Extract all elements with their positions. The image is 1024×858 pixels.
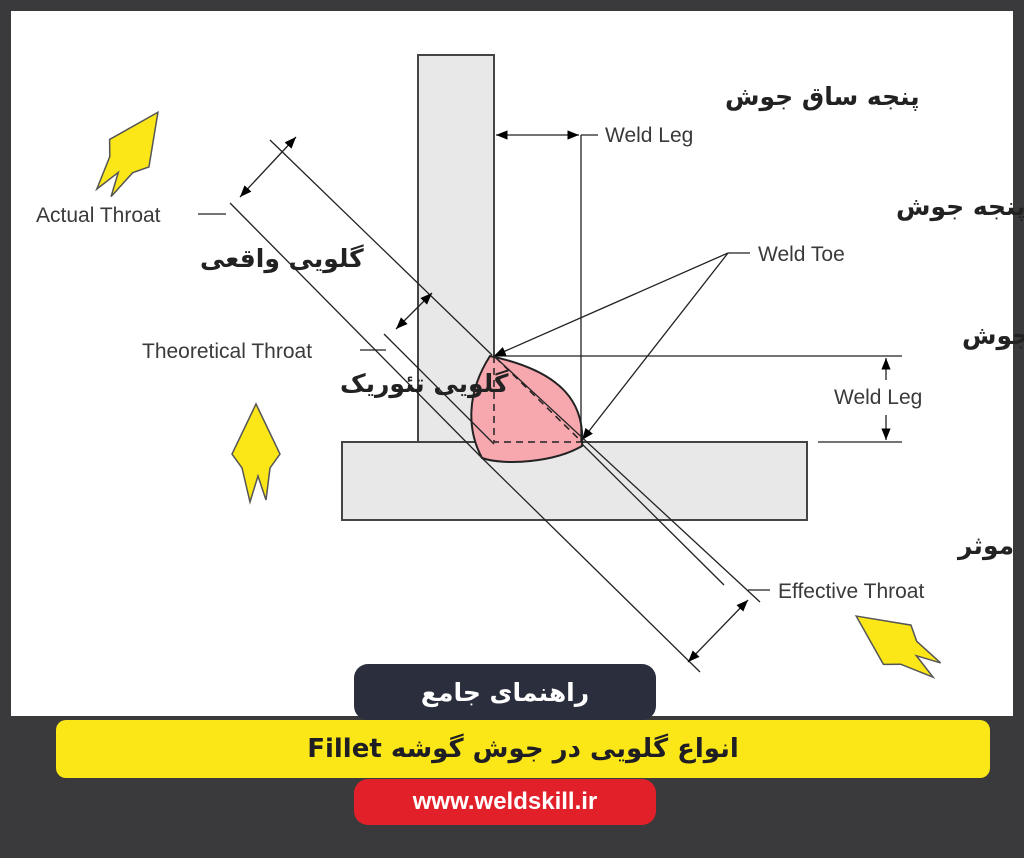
effective-throat-ext-lower <box>581 443 725 586</box>
weld-toe-arrow-2 <box>581 252 729 441</box>
theoretical-throat-ext-outer <box>383 333 495 445</box>
effective-throat-ext-upper <box>493 355 761 603</box>
weld-leg-top-fa-label: پنجه ساق جوش <box>725 82 920 112</box>
weld-leg-top-en-label: Weld Leg <box>605 124 693 147</box>
website-url[interactable]: www.weldskill.ir <box>354 779 656 825</box>
theoretical-throat-fa-label: گلویی تئوریک <box>340 369 509 399</box>
effective-throat-ext-far <box>481 457 701 673</box>
yellow-arrow-icon <box>854 615 942 679</box>
title-bar: انواع گلویی در جوش گوشه Fillet <box>56 720 990 778</box>
effective-throat-en-label: Effective Throat <box>778 580 924 603</box>
actual-throat-ext-lower <box>229 202 483 459</box>
actual-throat-en-label: Actual Throat <box>36 204 161 227</box>
theoretical-throat-en-label: Theoretical Throat <box>142 340 312 363</box>
theoretical-triangle <box>493 354 584 443</box>
effective-throat-fa-label: گلویی موثر <box>956 531 1024 561</box>
weld-leg-right-en-label: Weld Leg <box>834 386 922 409</box>
yellow-arrow-icon <box>231 402 281 505</box>
weld-toe-fa-label: پنجه جوش <box>896 192 1024 222</box>
horizontal-plate <box>341 441 808 521</box>
actual-throat-ext-upper <box>269 139 493 356</box>
yellow-arrow-icon <box>95 110 159 198</box>
weld-leg-right-fa-label: ساق جوش <box>962 321 1024 351</box>
theoretical-throat-dim <box>395 292 433 330</box>
effective-throat-dim <box>687 599 749 663</box>
weld-toe-en-label: Weld Toe <box>758 243 845 266</box>
weld-bead <box>470 354 584 463</box>
actual-throat-fa-label: گلویی واقعی <box>200 244 364 274</box>
guide-badge: راهنمای جامع <box>354 664 656 720</box>
weld-toe-arrow-1 <box>493 252 729 357</box>
actual-throat-dim <box>239 136 297 198</box>
